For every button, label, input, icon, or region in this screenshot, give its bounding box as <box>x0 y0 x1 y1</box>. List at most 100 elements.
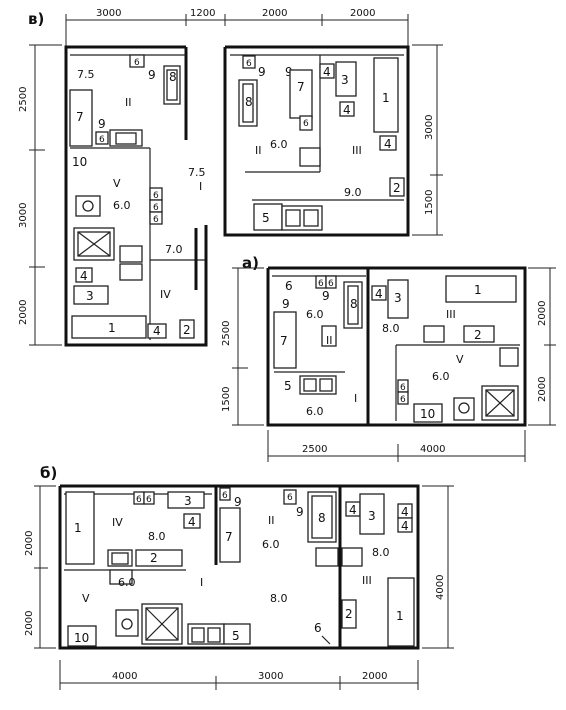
dim-b-left-1: 2000 <box>24 531 35 556</box>
equip-6-a-a: 6 <box>285 279 293 293</box>
area-v-7-0: 7.0 <box>165 243 183 256</box>
equip-2-b-a: 2 <box>150 551 158 565</box>
dim-a-left-1: 2500 <box>221 321 232 346</box>
equip-8-a: 8 <box>350 297 358 311</box>
equip-7-v: 7 <box>76 110 84 124</box>
dim-v-top-2: 1200 <box>190 8 215 19</box>
equip-8-v-b: 8 <box>245 95 253 109</box>
equip-1-v-a: 1 <box>108 321 116 335</box>
room-v-II: II <box>125 96 132 109</box>
equip-1-b-a: 1 <box>74 521 82 535</box>
section-label-a: а) <box>242 254 259 272</box>
equip-4-b-d: 4 <box>401 519 409 533</box>
dim-v-top-1: 3000 <box>96 8 121 19</box>
equip-9-v-d: 9 <box>285 65 293 79</box>
equip-5-b: 5 <box>232 629 240 643</box>
equip-9-b-a: 9 <box>234 495 242 509</box>
room-a-I: I <box>354 392 357 405</box>
room-b-IV: IV <box>112 516 123 529</box>
dim-b-left-2: 2000 <box>24 611 35 636</box>
equip-6-v-e: 6 <box>153 215 159 225</box>
room-v-III: III <box>352 144 362 157</box>
area-v-9-0: 9.0 <box>344 186 362 199</box>
plan-b: б) 4000 3000 2000 2000 2000 4000 1 IV 6 <box>24 464 454 690</box>
equip-6-a-e: 6 <box>400 395 406 405</box>
equip-2-v-b: 2 <box>393 181 401 195</box>
section-label-v: в) <box>28 10 44 28</box>
dim-v-left-3: 2000 <box>18 300 29 325</box>
room-v-II-b: II <box>255 144 262 157</box>
dim-v-right-1: 3000 <box>424 115 435 140</box>
equip-3-b-b: 3 <box>368 509 376 523</box>
equip-1-v-b: 1 <box>382 91 390 105</box>
dim-v-top-4: 2000 <box>350 8 375 19</box>
room-a-V: V <box>456 353 464 366</box>
area-v-6-0-b: 6.0 <box>270 138 288 151</box>
equip-6-a-d: 6 <box>400 383 406 393</box>
room-a-II: II <box>326 334 333 347</box>
area-a-8-0: 8.0 <box>382 322 400 335</box>
area-a-6-0-c: 6.0 <box>432 370 450 383</box>
equip-6-v-g: 6 <box>303 119 309 129</box>
equip-4-v-e: 4 <box>384 137 392 151</box>
equip-7-b: 7 <box>225 530 233 544</box>
equip-5-v: 5 <box>262 211 270 225</box>
equip-4-b-b: 4 <box>349 503 357 517</box>
equip-2-v-a: 2 <box>183 323 191 337</box>
section-label-b: б) <box>40 464 57 482</box>
equip-9-a-a: 9 <box>282 297 290 311</box>
equip-10-a: 10 <box>420 407 435 421</box>
room-b-II: II <box>268 514 275 527</box>
area-a-6-0-b: 6.0 <box>306 405 324 418</box>
equip-2-b-b: 2 <box>345 607 353 621</box>
room-v-IV: IV <box>160 288 171 301</box>
dim-a-left-2: 1500 <box>221 387 232 412</box>
plan-a: а) 2500 1500 2000 2000 2500 4000 6 9 6 <box>221 254 556 462</box>
plan-v: в) 3000 1200 2000 2000 2500 3000 2000 30… <box>18 8 443 347</box>
equip-3-v-b: 3 <box>341 73 349 87</box>
area-b-6-0-b: 6.0 <box>262 538 280 551</box>
area-b-8-0: 8.0 <box>148 530 166 543</box>
dim-a-bottom-2: 4000 <box>420 444 445 455</box>
equip-6-a-c: 6 <box>328 279 334 289</box>
equip-2-a: 2 <box>474 328 482 342</box>
dim-b-bottom-3: 2000 <box>362 671 387 682</box>
equip-4-v-d: 4 <box>343 103 351 117</box>
area-a-6-0: 6.0 <box>306 308 324 321</box>
equip-6-b-b: 6 <box>146 495 152 505</box>
equip-6-b-c: 6 <box>222 491 228 501</box>
dim-v-right-2: 1500 <box>424 190 435 215</box>
area-b-8-0-c: 8.0 <box>372 546 390 559</box>
equip-6-b-e: 6 <box>314 621 322 635</box>
equip-4-b-c: 4 <box>401 505 409 519</box>
equip-7-a: 7 <box>280 334 288 348</box>
equip-6-v-b: 6 <box>99 135 105 145</box>
equip-5-a: 5 <box>284 379 292 393</box>
equip-6-v-f: 6 <box>246 59 252 69</box>
equip-6-b-d: 6 <box>287 493 293 503</box>
dim-b-bottom-2: 3000 <box>258 671 283 682</box>
equip-9-a-b: 9 <box>322 289 330 303</box>
equip-4-v-c: 4 <box>323 65 331 79</box>
equip-9-v-a: 9 <box>148 68 156 82</box>
dim-a-bottom-1: 2500 <box>302 444 327 455</box>
equip-1-b-b: 1 <box>396 609 404 623</box>
equip-3-b-a: 3 <box>184 494 192 508</box>
area-v-6-0: 6.0 <box>113 199 131 212</box>
dim-b-right: 4000 <box>435 575 446 600</box>
room-v-V: V <box>113 177 121 190</box>
dim-b-bottom-1: 4000 <box>112 671 137 682</box>
equip-9-b-b: 9 <box>296 505 304 519</box>
room-v-I: I <box>199 180 202 193</box>
equip-7-v-b: 7 <box>297 80 305 94</box>
dim-a-right-1: 2000 <box>537 301 548 326</box>
equip-8-b: 8 <box>318 511 326 525</box>
equip-3-a: 3 <box>394 291 402 305</box>
area-b-6-0: 6.0 <box>118 576 136 589</box>
dim-a-right-2: 2000 <box>537 377 548 402</box>
dim-v-left-1: 2500 <box>18 87 29 112</box>
equip-6-v-d: 6 <box>153 203 159 213</box>
dim-v-top-3: 2000 <box>262 8 287 19</box>
area-v-7-5: 7.5 <box>77 68 95 81</box>
